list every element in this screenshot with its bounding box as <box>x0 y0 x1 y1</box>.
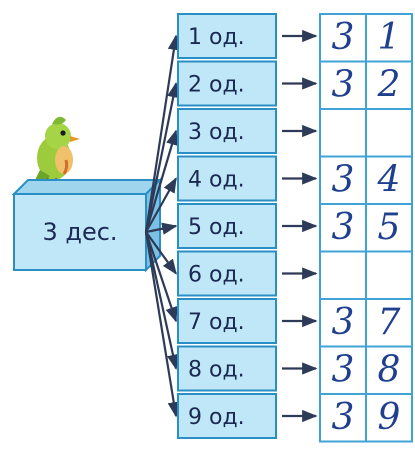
units-digit: 2 <box>377 65 401 106</box>
fan-arrow <box>146 232 176 416</box>
connector-arrows <box>282 36 316 416</box>
units-digit: 5 <box>378 207 401 248</box>
unit-label: 4 од. <box>188 168 245 193</box>
tens-digit: 3 <box>332 17 355 58</box>
tens-box: 3 дес. <box>14 180 160 270</box>
unit-label: 7 од. <box>188 310 245 335</box>
unit-label: 8 од. <box>188 358 245 383</box>
tens-digit: 3 <box>332 207 355 248</box>
tens-digit: 3 <box>332 397 355 438</box>
unit-label: 3 од. <box>188 120 245 145</box>
tens-digit: 3 <box>332 65 355 106</box>
unit-label: 9 од. <box>188 405 245 430</box>
units-digit: 1 <box>378 17 401 58</box>
units-digit: 8 <box>378 350 401 391</box>
units-digit: 9 <box>378 397 401 438</box>
unit-label: 5 од. <box>188 215 245 240</box>
tens-digit: 3 <box>332 350 355 391</box>
unit-label: 6 од. <box>188 263 245 288</box>
unit-label: 2 од. <box>188 73 245 98</box>
units-digit: 7 <box>378 302 401 343</box>
unit-boxes: 1 од. 2 од. 3 од. 4 од. 5 од. 6 од. 7 од. 8 од.… <box>178 14 276 438</box>
unit-label: 1 од. <box>188 25 245 50</box>
tens-digit: 3 <box>332 302 355 343</box>
tens-digit: 3 <box>332 160 355 201</box>
units-digit: 4 <box>377 160 401 201</box>
tens-box-label: 3 дес. <box>42 218 117 246</box>
